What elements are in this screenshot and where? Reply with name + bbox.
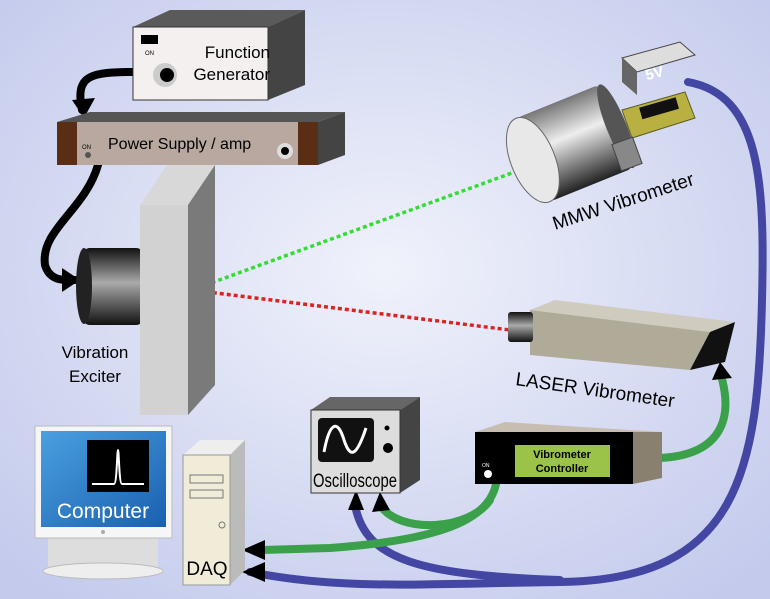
blue-cable-mmw-to-daq xyxy=(246,78,767,589)
vibrometer-controller: Vibrometer Controller ON xyxy=(475,422,662,484)
arrow-icon xyxy=(348,490,364,510)
test-plate xyxy=(140,165,215,415)
5v-label: 5V xyxy=(644,63,666,84)
on-label: ON xyxy=(145,51,154,57)
power-supply-label: Power Supply / amp xyxy=(108,136,251,153)
function-generator-label: Generator xyxy=(193,65,270,84)
arrow-icon xyxy=(242,562,265,582)
controller-label: Controller xyxy=(536,463,589,475)
function-generator: ON Function Generator xyxy=(132,10,305,101)
arrow-icon xyxy=(62,268,80,292)
arrow-icon xyxy=(372,492,390,512)
daq-label: DAQ xyxy=(186,559,227,580)
arrow-icon xyxy=(72,98,95,118)
controller-label: Vibrometer xyxy=(533,449,592,461)
arrow-icon xyxy=(712,362,732,380)
laser-beam xyxy=(191,288,511,332)
exciter-label: Exciter xyxy=(69,367,121,386)
arrow-icon xyxy=(242,540,265,560)
green-cable-laser-to-controller xyxy=(656,368,730,462)
mmw-vibrometer: 5V xyxy=(505,41,697,204)
power-button[interactable] xyxy=(484,470,492,478)
mmw-beam xyxy=(191,168,521,292)
controller-display xyxy=(515,445,610,477)
vibration-exciter xyxy=(76,248,144,325)
daq: DAQ xyxy=(182,440,245,586)
exciter-label: Vibration xyxy=(62,343,129,362)
power-supply: ON Power Supply / amp xyxy=(57,112,345,165)
computer-label: Computer xyxy=(57,500,149,523)
power-switch[interactable] xyxy=(141,35,158,44)
blue-cable-scope xyxy=(351,501,564,584)
power-led xyxy=(85,152,91,158)
oscilloscope-label: Oscilloscope xyxy=(313,471,397,492)
green-cable-controller-to-scope xyxy=(376,496,494,529)
function-generator-label: Function xyxy=(205,43,270,62)
on-label: ON xyxy=(482,463,490,469)
laser-vibrometer xyxy=(508,300,735,370)
oscilloscope: Oscilloscope xyxy=(310,397,420,494)
computer: Computer xyxy=(34,425,173,580)
5v-supply: 5V xyxy=(621,41,697,95)
on-label: ON xyxy=(82,145,91,151)
